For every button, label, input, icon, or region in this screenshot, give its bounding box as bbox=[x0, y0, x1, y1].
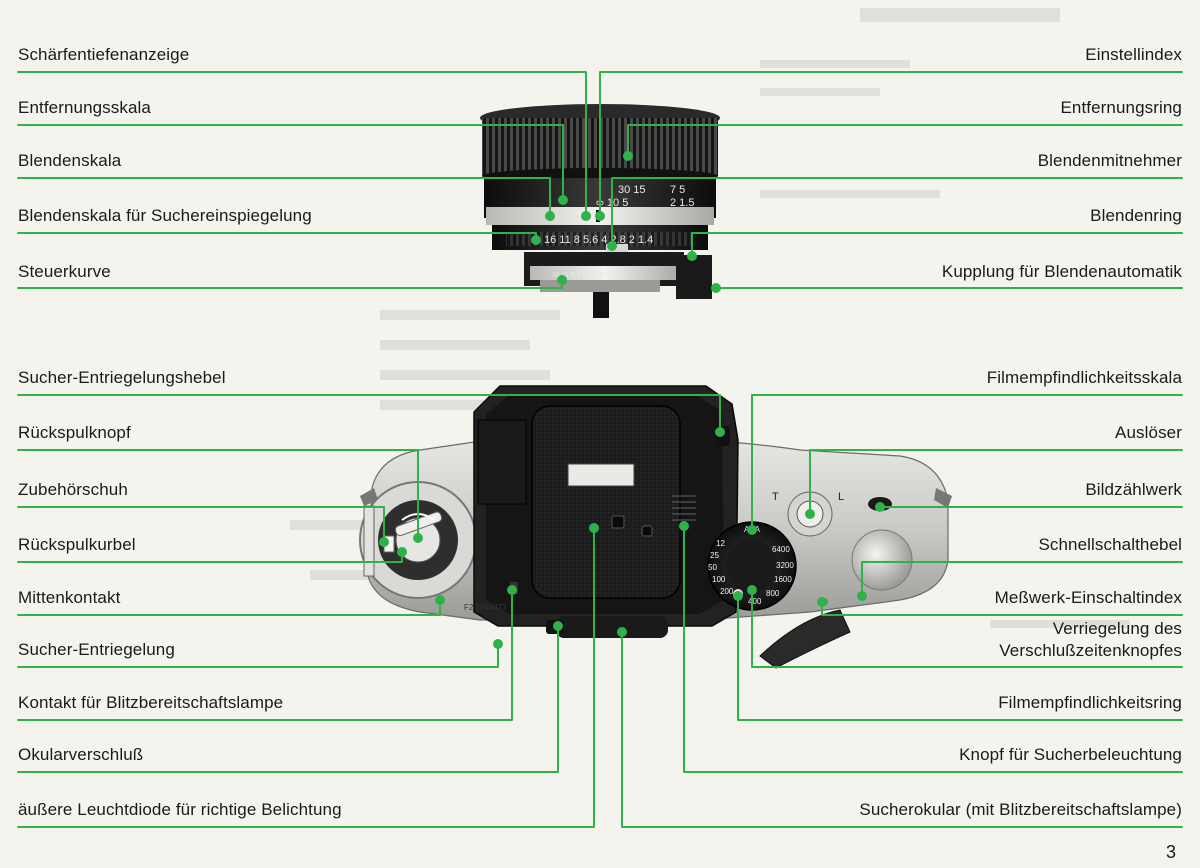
label-film-speed-ring: Filmempfindlichkeitsring bbox=[998, 693, 1182, 712]
finder-eyepiece bbox=[556, 616, 668, 638]
asa-value: 50 bbox=[708, 563, 717, 572]
label-meter-on-index: Meßwerk-Einschaltindex bbox=[994, 588, 1182, 607]
shutter-mode-l: L bbox=[838, 491, 844, 503]
label-shutter-dial-lock: Verriegelung des Verschlußzeitenknopfes bbox=[999, 618, 1182, 662]
label-distance-scale: Entfernungsskala bbox=[18, 98, 151, 117]
label-accessory-shoe: Zubehörschuh bbox=[18, 480, 128, 499]
label-aperture-scale: Blendenskala bbox=[18, 151, 122, 170]
label-exposure-led: äußere Leuchtdiode für richtige Belichtu… bbox=[18, 800, 342, 819]
label-center-contact: Mittenkontakt bbox=[18, 588, 121, 607]
asa-value: 1600 bbox=[774, 575, 792, 584]
asa-value: 800 bbox=[766, 589, 780, 598]
asa-value: 3200 bbox=[776, 561, 794, 570]
advance-lever bbox=[759, 609, 851, 669]
label-finder-release: Sucher-Entriegelung bbox=[18, 640, 175, 659]
asa-value: 12 bbox=[716, 539, 725, 548]
serial-number: F2 7844473 bbox=[464, 603, 507, 612]
asa-value: 25 bbox=[710, 551, 719, 560]
label-aperture-ring: Blendenring bbox=[1090, 206, 1182, 225]
label-depth-of-field-indicator: Schärfentiefenanzeige bbox=[18, 45, 190, 64]
label-flash-ready-contact: Kontakt für Blitzbereitschaftslampe bbox=[18, 693, 284, 712]
label-rewind-knob: Rückspulknopf bbox=[18, 423, 131, 442]
label-film-advance-lever: Schnellschalthebel bbox=[1038, 535, 1182, 554]
distance-scale-right-bottom: 2 1.5 bbox=[670, 197, 694, 209]
label-auto-aperture-coupling: Kupplung für Blendenautomatik bbox=[941, 262, 1182, 281]
label-focus-index: Einstellindex bbox=[1085, 45, 1182, 64]
aperture-scale: 16 11 8 5.6 4 2.8 2 1.4 bbox=[544, 234, 653, 246]
label-focus-ring: Entfernungsring bbox=[1060, 98, 1182, 117]
asa-value: 200 bbox=[720, 587, 734, 596]
label-control-cam: Steuerkurve bbox=[18, 262, 111, 281]
label-finder-illumination-button: Knopf für Sucherbeleuchtung bbox=[959, 745, 1182, 764]
label-finder-eyepiece: Sucherokular (mit Blitzbereitschaftslamp… bbox=[859, 800, 1182, 819]
label-film-speed-scale: Filmempfindlichkeitsskala bbox=[986, 368, 1182, 387]
label-eyepiece-shutter: Okularverschluß bbox=[18, 745, 144, 764]
label-aperture-scale-finder: Blendenskala für Suchereinspiegelung bbox=[18, 206, 312, 225]
distance-scale-right-top: 7 5 bbox=[670, 184, 685, 196]
lens-stop-pin bbox=[593, 292, 609, 318]
asa-value: 400 bbox=[748, 597, 762, 606]
label-shutter-dial-lock-line2: Verschlußzeitenknopfes bbox=[999, 641, 1182, 660]
label-shutter-dial-lock-line1: Verriegelung des bbox=[1052, 619, 1182, 638]
illumination-window bbox=[567, 463, 635, 487]
label-aperture-coupling-prong: Blendenmitnehmer bbox=[1037, 151, 1182, 170]
distance-scale-top: 30 15 bbox=[618, 184, 646, 196]
aperture-scale-small: 16 11 8 5.6 4 2.8 2 1.4 bbox=[552, 272, 622, 279]
page-number: 3 bbox=[1165, 842, 1176, 862]
asa-value: 6400 bbox=[772, 545, 790, 554]
label-finder-release-lever: Sucher-Entriegelungshebel bbox=[18, 368, 226, 387]
advance-lever-hub bbox=[851, 529, 913, 591]
shutter-mode-t: T bbox=[772, 491, 779, 503]
label-rewind-crank: Rückspulkurbel bbox=[18, 535, 136, 554]
asa-value: 100 bbox=[712, 575, 726, 584]
label-frame-counter: Bildzählwerk bbox=[1085, 480, 1182, 499]
label-shutter-release: Auslöser bbox=[1115, 423, 1182, 442]
